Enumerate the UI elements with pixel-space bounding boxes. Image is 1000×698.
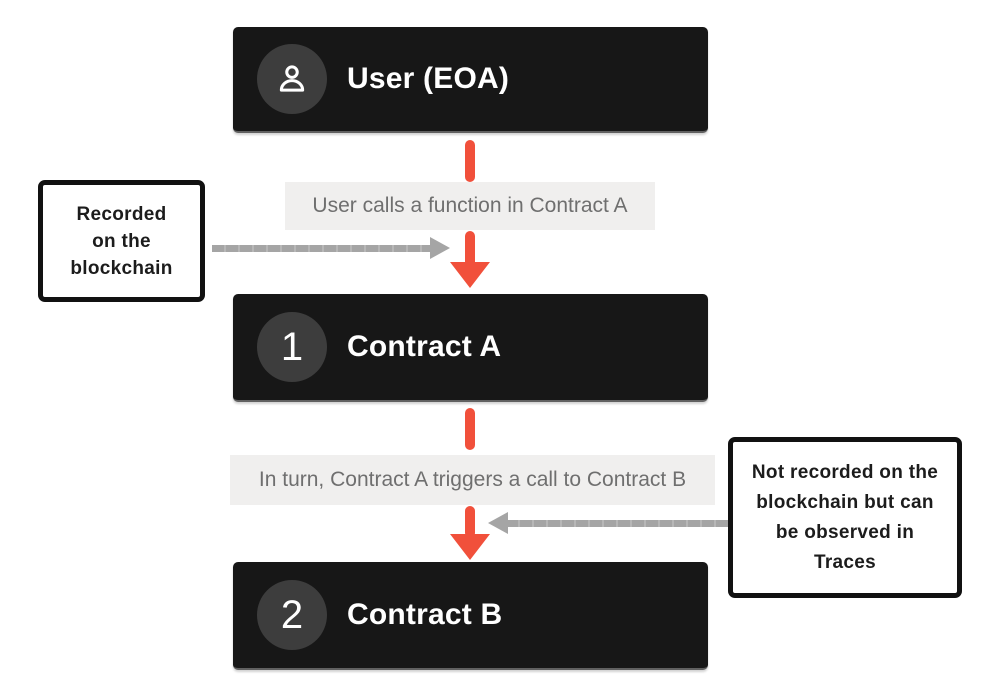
arrow-user-to-a-line-bottom: [465, 231, 475, 267]
node-contract-a: 1 Contract A: [233, 294, 708, 402]
arrow-a-to-b-line-top: [465, 408, 475, 450]
arrow-user-to-a-line-top: [465, 140, 475, 182]
user-avatar: [257, 44, 327, 114]
note-left-line: Recorded: [76, 203, 167, 225]
node-contract-b: 2 Contract B: [233, 562, 708, 670]
note-not-recorded-traces: Not recorded on the blockchain but can b…: [728, 437, 962, 598]
note-right-line: blockchain but can: [756, 491, 934, 513]
gray-arrow-right-line: [506, 520, 730, 527]
note-left-line: blockchain: [70, 257, 173, 279]
gray-arrow-left-line: [212, 245, 432, 252]
contract-a-number: 1: [280, 325, 304, 369]
arrow-a-to-b-line-bottom: [465, 506, 475, 538]
gray-arrow-left-head-icon: [488, 512, 508, 534]
gray-arrow-right-head-icon: [430, 237, 450, 259]
contract-a-number-badge: 1: [257, 312, 327, 382]
note-right-line: Not recorded on the: [751, 461, 939, 483]
node-user-title: User (EOA): [347, 62, 510, 95]
contract-b-number: 2: [280, 593, 304, 637]
note-recorded-on-blockchain: Recorded on the blockchain: [38, 180, 205, 302]
arrow-user-to-a-head-icon: [450, 262, 490, 288]
contract-b-number-badge: 2: [257, 580, 327, 650]
note-right-line: Traces: [813, 551, 877, 573]
node-user-eoa: User (EOA): [233, 27, 708, 133]
flow-label-step2: In turn, Contract A triggers a call to C…: [230, 455, 715, 505]
arrow-a-to-b-head-icon: [450, 534, 490, 560]
node-contract-b-title: Contract B: [347, 598, 503, 631]
node-contract-a-title: Contract A: [347, 330, 502, 363]
note-left-line: on the: [92, 230, 151, 252]
flow-label-step1: User calls a function in Contract A: [285, 182, 655, 230]
note-right-line: be observed in: [775, 521, 915, 543]
user-icon: [274, 61, 310, 97]
